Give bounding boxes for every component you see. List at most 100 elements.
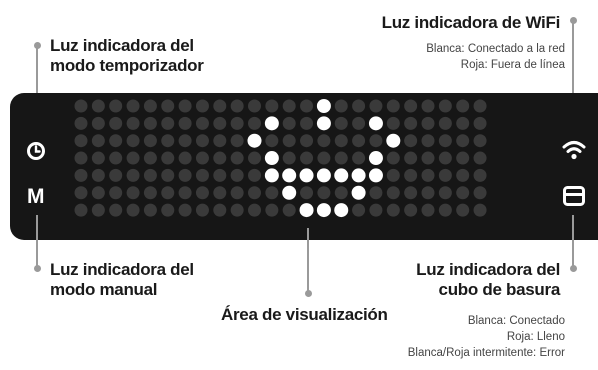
led-dot-lit — [386, 133, 401, 148]
led-dot-off — [161, 186, 175, 200]
manual-mode-icon: M — [27, 185, 45, 208]
led-dot-off — [421, 186, 435, 200]
led-dot-off — [282, 116, 296, 130]
led-dot-off — [91, 116, 105, 130]
bin-icon — [563, 186, 585, 206]
led-dot-off — [386, 203, 400, 217]
led-dot-lit — [316, 99, 331, 113]
bin-title-line1: Luz indicadora del — [416, 260, 560, 279]
led-dot-off — [404, 151, 418, 165]
led-dot-off — [195, 116, 209, 130]
led-dot-off — [300, 134, 314, 148]
led-dot-lit — [351, 168, 366, 183]
led-dot-off — [438, 134, 452, 148]
led-dot-off — [143, 151, 157, 165]
led-dot-off — [230, 134, 244, 148]
led-dot-off — [352, 134, 366, 148]
led-dot-off — [230, 168, 244, 182]
led-dot-off — [421, 99, 435, 113]
bin-desc-connected: Blanca: Conectado — [467, 315, 565, 327]
led-dot-off — [456, 168, 470, 182]
led-dot-off — [386, 116, 400, 130]
led-dot-off — [369, 186, 383, 200]
led-dot-off — [195, 203, 209, 217]
led-dot-off — [161, 203, 175, 217]
led-dot-off — [74, 186, 88, 200]
led-dot-off — [126, 203, 140, 217]
led-dot-off — [91, 168, 105, 182]
led-dot-off — [334, 134, 348, 148]
led-dot-off — [74, 168, 88, 182]
led-dot-off — [74, 151, 88, 165]
led-dot-off — [178, 134, 192, 148]
led-dot-off — [248, 99, 261, 113]
led-dot-off — [126, 134, 140, 148]
led-dot-off — [438, 186, 452, 200]
led-dot-lit — [351, 185, 366, 200]
timer-title-line2: modo temporizador — [50, 56, 204, 75]
manual-title-line2: modo manual — [50, 280, 158, 299]
bin-leader-line — [572, 215, 574, 267]
led-dot-off — [109, 151, 123, 165]
led-dot-off — [213, 203, 227, 217]
manual-leader-line — [36, 215, 38, 267]
led-dot-lit — [368, 116, 383, 131]
led-dot-off — [404, 99, 418, 113]
led-dot-off — [248, 203, 261, 217]
led-dot-off — [265, 203, 279, 217]
led-dot-lit — [316, 116, 331, 131]
wifi-icon — [562, 141, 586, 160]
led-dot-off — [230, 151, 244, 165]
led-dot-off — [109, 134, 123, 148]
led-dot-off — [91, 99, 105, 113]
led-dot-off — [300, 116, 314, 130]
led-dot-off — [334, 186, 348, 200]
led-dot-off — [352, 116, 366, 130]
led-dot-off — [386, 186, 400, 200]
device-panel: M — [10, 93, 598, 240]
led-dot-off — [213, 186, 227, 200]
led-dot-off — [74, 203, 88, 217]
led-dot-off — [161, 134, 175, 148]
led-dot-lit — [316, 203, 331, 218]
led-dot-off — [334, 151, 348, 165]
led-dot-off — [352, 151, 366, 165]
led-dot-off — [126, 186, 140, 200]
led-dot-off — [369, 99, 383, 113]
led-dot-off — [473, 116, 487, 130]
led-dot-off — [178, 99, 192, 113]
display-callout-marker — [305, 290, 312, 297]
wifi-description: Blanca: Conectado a la red Roja: Fuera d… — [426, 41, 565, 73]
led-dot-off — [109, 168, 123, 182]
led-dot-off — [230, 186, 244, 200]
led-dot-lit — [368, 151, 383, 166]
led-dot-off — [404, 116, 418, 130]
led-dot-lit — [316, 168, 331, 183]
bin-indicator-title: Luz indicadora del cubo de basura — [416, 260, 560, 300]
manual-indicator-title: Luz indicadora del modo manual — [50, 260, 194, 300]
led-dot-off — [248, 186, 261, 200]
led-dot-off — [404, 168, 418, 182]
led-dot-off — [74, 99, 88, 113]
led-dot-off — [473, 203, 487, 217]
led-dot-off — [404, 203, 418, 217]
led-dot-lit — [368, 168, 383, 183]
led-dot-off — [91, 134, 105, 148]
led-dot-lit — [334, 168, 349, 183]
led-dot-off — [386, 151, 400, 165]
wifi-desc-offline: Roja: Fuera de línea — [460, 59, 565, 71]
led-dot-off — [143, 203, 157, 217]
led-dot-off — [473, 151, 487, 165]
timer-callout-marker — [34, 42, 41, 49]
led-dot-off — [473, 168, 487, 182]
bin-description: Blanca: Conectado Roja: Lleno Blanca/Roj… — [408, 313, 565, 361]
wifi-callout-marker — [570, 17, 577, 24]
led-dot-off — [91, 186, 105, 200]
manual-title-line1: Luz indicadora del — [50, 260, 194, 279]
led-dot-off — [334, 116, 348, 130]
led-dot-off — [213, 134, 227, 148]
led-dot-off — [404, 134, 418, 148]
led-dot-off — [282, 151, 296, 165]
manual-callout-marker — [34, 265, 41, 272]
led-dot-off — [421, 134, 435, 148]
